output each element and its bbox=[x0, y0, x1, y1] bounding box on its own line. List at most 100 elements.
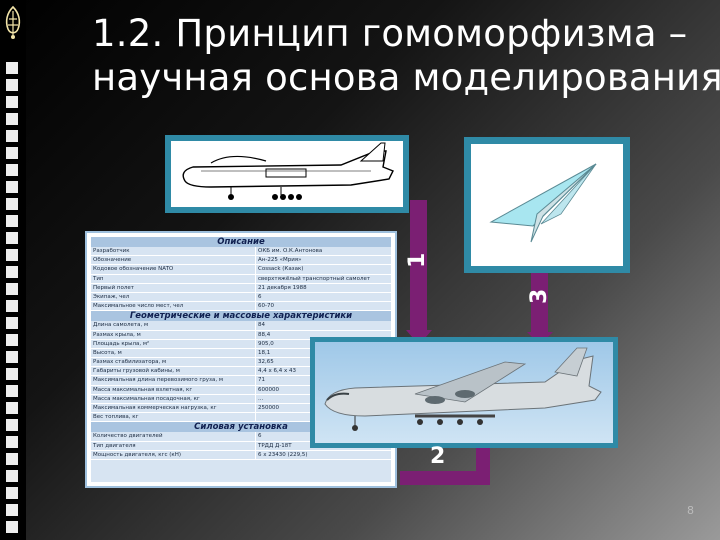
table-cell-parameter: Максимальное число мест, чел bbox=[91, 302, 256, 311]
strip-square bbox=[6, 521, 18, 533]
table-cell-value: 71 bbox=[258, 377, 265, 384]
table-cell-parameter: Тип двигателя bbox=[91, 441, 256, 450]
table-cell-value: 84 bbox=[258, 322, 265, 329]
page-number: 8 bbox=[687, 504, 694, 517]
strip-square bbox=[6, 215, 18, 227]
strip-square bbox=[6, 504, 18, 516]
strip-square bbox=[6, 300, 18, 312]
table-row: Масса максимальная посадочная, кг... bbox=[91, 394, 391, 404]
table-section-geometry: Геометрические и массовые характеристики bbox=[91, 311, 391, 322]
strip-square bbox=[6, 96, 18, 108]
table-cell-parameter: Максимальная коммерческая нагрузка, кг bbox=[91, 404, 256, 413]
table-cell-value: 6 bbox=[258, 433, 262, 440]
table-section-powerplant: Силовая установка bbox=[91, 422, 391, 433]
table-cell-parameter: Кодовое обозначение NATO bbox=[91, 265, 256, 274]
table-cell-value: 32,65 bbox=[258, 359, 274, 366]
table-cell-parameter: Обозначение bbox=[91, 256, 256, 265]
table-section-description: Описание bbox=[91, 237, 391, 247]
table-cell-value: ТРДД Д-18Т bbox=[258, 442, 292, 449]
paper-plane-icon bbox=[489, 163, 597, 243]
slide-title: 1.2. Принцип гомоморфизма – научная осно… bbox=[92, 12, 720, 100]
table-cell-value: Cossack (Казак) bbox=[258, 266, 304, 273]
table-cell-value: сверхтяжёлый транспортный самолет bbox=[258, 275, 371, 282]
table-cell-parameter: Экипаж, чел bbox=[91, 292, 256, 302]
strip-square bbox=[6, 164, 18, 176]
strip-square bbox=[6, 232, 18, 244]
aircraft-photo-icon bbox=[324, 347, 602, 431]
table-cell-value: 600000 bbox=[258, 386, 279, 393]
table-cell-value: ... bbox=[258, 395, 264, 402]
arrow-label-3: 3 bbox=[527, 288, 552, 304]
strip-square bbox=[6, 351, 18, 363]
table-cell-parameter: Количество двигателей bbox=[91, 432, 256, 441]
strip-square bbox=[6, 334, 18, 346]
table-cell-parameter: Размах стабилизатора, м bbox=[91, 358, 256, 367]
arrow-1-shaft bbox=[410, 200, 427, 330]
strip-square bbox=[6, 487, 18, 499]
table-cell-value: 6 bbox=[258, 293, 262, 300]
strip-square bbox=[6, 266, 18, 278]
strip-square bbox=[6, 62, 18, 74]
strip-square bbox=[6, 198, 18, 210]
table-cell-value: ОКБ им. О.К.Антонова bbox=[258, 248, 323, 254]
table-cell-parameter: Тип bbox=[91, 274, 256, 283]
table-cell-parameter: Габариты грузовой кабины, м bbox=[91, 367, 256, 376]
strip-square bbox=[6, 130, 18, 142]
strip-square bbox=[6, 436, 18, 448]
table-cell-value: 905,0 bbox=[258, 340, 274, 347]
table-cell-value: 60-70 bbox=[258, 303, 274, 310]
arrow-3-shaft bbox=[531, 270, 548, 332]
table-row: Мощность двигателя, кгс (кН)6 x 23430 (2… bbox=[91, 450, 391, 460]
aircraft-photo-image bbox=[310, 337, 618, 448]
paper-plane-image bbox=[464, 137, 630, 273]
table-cell-value: 88,4 bbox=[258, 331, 271, 338]
strip-square bbox=[6, 113, 18, 125]
arrow-2-path bbox=[400, 445, 490, 485]
table-cell-parameter: Максимальная длина перевозимого груза, м bbox=[91, 376, 256, 385]
strip-square bbox=[6, 79, 18, 91]
table-cell-value: 18,1 bbox=[258, 349, 271, 356]
table-cell-parameter: Вес топлива, кг bbox=[91, 413, 256, 422]
strip-square bbox=[6, 419, 18, 431]
table-cell-parameter: Масса максимальная посадочная, кг bbox=[91, 394, 256, 403]
strip-square bbox=[6, 147, 18, 159]
strip-square bbox=[6, 249, 18, 261]
arrow-label-1: 1 bbox=[405, 252, 430, 268]
arrow-label-2: 2 bbox=[430, 444, 446, 469]
strip-square bbox=[6, 453, 18, 465]
table-cell-value: 4,4 x 6,4 x 43 bbox=[258, 368, 296, 375]
aircraft-side-drawing-image bbox=[165, 135, 409, 213]
logo-icon bbox=[5, 5, 21, 39]
left-decorative-strip bbox=[0, 0, 26, 540]
table-cell-value: 250000 bbox=[258, 405, 279, 411]
strip-square bbox=[6, 470, 18, 482]
table-cell-value: 21 декабря 1988 bbox=[258, 284, 307, 291]
strip-square bbox=[6, 317, 18, 329]
table-row: Максимальная длина перевозимого груза, м… bbox=[91, 376, 391, 386]
table-cell-value: 6 x 23430 (229,5) bbox=[258, 451, 308, 458]
strip-square bbox=[6, 402, 18, 414]
table-row: Вес топлива, кг bbox=[91, 413, 391, 423]
table-cell-parameter: Длина самолета, м bbox=[91, 321, 256, 330]
aircraft-drawing-icon bbox=[182, 142, 394, 200]
table-cell-parameter: Площадь крыла, м² bbox=[91, 339, 256, 348]
table-cell-parameter: Разработчик bbox=[91, 247, 256, 256]
strip-square bbox=[6, 368, 18, 380]
table-cell-parameter: Первый полет bbox=[91, 283, 256, 292]
strip-square bbox=[6, 283, 18, 295]
table-cell-parameter: Масса максимальная взлетная, кг bbox=[91, 385, 256, 394]
